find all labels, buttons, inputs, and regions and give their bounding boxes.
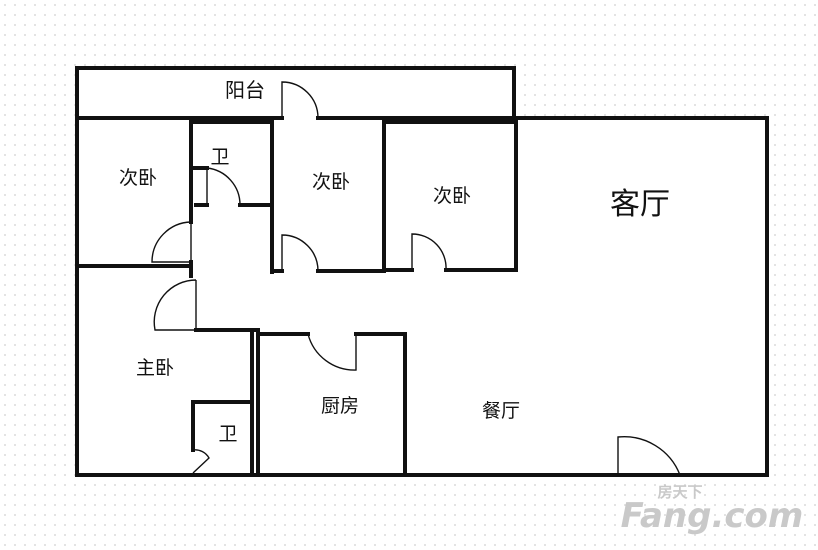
door-swings [151, 81, 681, 476]
plan-fill-balcony [77, 68, 514, 118]
label-bedroom-b: 次卧 [312, 171, 350, 193]
label-kitchen: 厨房 [321, 395, 359, 417]
door-balcony [281, 81, 319, 119]
label-bedroom-c: 次卧 [433, 185, 471, 207]
door-bedroom-a [151, 221, 192, 263]
label-bedroom-a: 次卧 [119, 167, 157, 189]
door-bedroom-c [411, 233, 447, 271]
door-kitchen [307, 333, 357, 371]
label-dining-room: 餐厅 [482, 400, 520, 422]
exterior-walls [75, 66, 769, 477]
label-living-room: 客厅 [610, 187, 670, 222]
door-bottom-bath [192, 449, 210, 474]
watermark-brand: Fang.com [621, 496, 804, 536]
interior-walls [75, 116, 518, 477]
label-bath-top: 卫 [210, 146, 229, 168]
plan-fill-main [77, 118, 767, 475]
door-top-bath [206, 167, 241, 206]
label-bath-bottom: 卫 [218, 423, 237, 445]
label-balcony: 阳台 [225, 78, 265, 102]
label-master-bedroom: 主卧 [136, 357, 174, 379]
door-bedroom-b [281, 234, 319, 272]
watermark-small: 房天下 [657, 483, 702, 501]
door-master-bedroom [153, 279, 197, 331]
watermark: 房天下 Fang.com [621, 483, 804, 536]
door-entrance [617, 435, 681, 476]
room-labels: 阳台 次卧 卫 次卧 次卧 客厅 主卧 厨房 餐厅 卫 [119, 78, 670, 445]
